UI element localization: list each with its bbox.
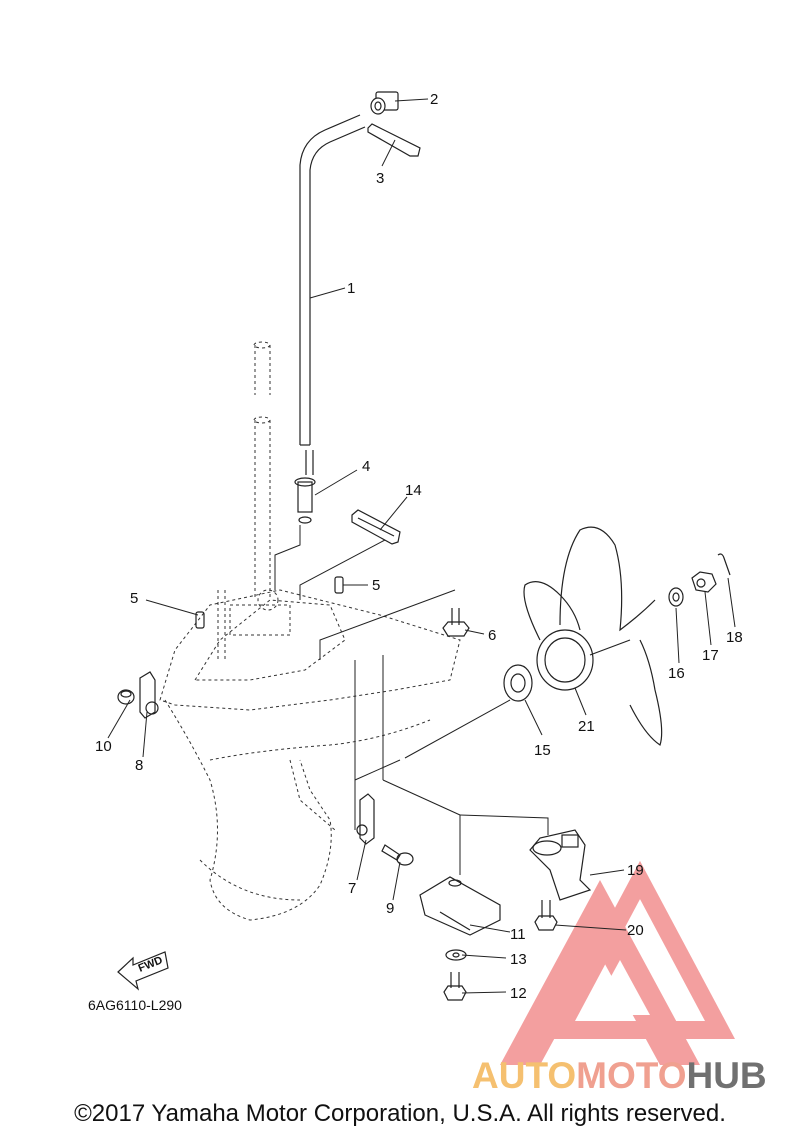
- bolt-part-20: [534, 900, 558, 931]
- nut-part-17: [691, 571, 717, 593]
- strip-part-3: [367, 123, 421, 157]
- diagram-code: 6AG6110-L290: [88, 997, 182, 1013]
- callout-12: 12: [510, 985, 527, 1002]
- callout-3: 3: [376, 170, 384, 187]
- tube-connector-part-4: [294, 450, 316, 524]
- watermark-logo: [500, 860, 735, 1065]
- gearcase-housing: [159, 589, 461, 921]
- cotter-pin-part-18: [717, 553, 731, 576]
- seal-part-14: [351, 509, 401, 545]
- callout-2: 2: [430, 91, 438, 108]
- callout-13: 13: [510, 951, 527, 968]
- leader-lines: [107, 98, 736, 994]
- propeller-part-21: [523, 526, 663, 746]
- trim-tab-part-11: [419, 876, 501, 936]
- callout-14: 14: [405, 482, 422, 499]
- anode-part-8: [139, 671, 159, 719]
- callout-1: 1: [347, 280, 355, 297]
- copyright-notice: ©2017 Yamaha Motor Corporation, U.S.A. A…: [74, 1100, 726, 1127]
- bolt-part-12: [443, 972, 467, 1001]
- screw-part-9: [381, 844, 414, 866]
- watermark-moto: MOTO: [576, 1055, 686, 1096]
- bolt-part-6: [442, 608, 470, 637]
- callout-18: 18: [726, 629, 743, 646]
- callout-10: 10: [95, 738, 112, 755]
- callout-9: 9: [386, 900, 394, 917]
- callout-17: 17: [702, 647, 719, 664]
- callout-19: 19: [627, 862, 644, 879]
- callout-20: 20: [627, 922, 644, 939]
- spacer-part-19: [529, 829, 592, 901]
- callout-8: 8: [135, 757, 143, 774]
- anode-part-7: [356, 793, 375, 845]
- plug-part-10: [117, 689, 135, 705]
- callout-15: 15: [534, 742, 551, 759]
- thrust-washer-part-15: [503, 664, 533, 702]
- grommet-part-2: [370, 91, 399, 115]
- driveshaft: [253, 341, 271, 600]
- callout-4: 4: [362, 458, 370, 475]
- callout-5-right: 5: [372, 577, 380, 594]
- watermark-hub: HUB: [686, 1055, 766, 1096]
- callout-21: 21: [578, 718, 595, 735]
- callout-7: 7: [348, 880, 356, 897]
- callout-5-left: 5: [130, 590, 138, 607]
- watermark-auto: AUTO: [472, 1055, 576, 1096]
- water-tube: [299, 114, 366, 446]
- watermark-text: AUTOMOTOHUB: [472, 1055, 767, 1096]
- callout-16: 16: [668, 665, 685, 682]
- callout-6: 6: [488, 627, 496, 644]
- forward-arrow-icon: FWD: [117, 951, 169, 991]
- washer-part-16: [668, 587, 684, 607]
- water-pump-base: [194, 589, 346, 681]
- callout-11: 11: [510, 926, 526, 943]
